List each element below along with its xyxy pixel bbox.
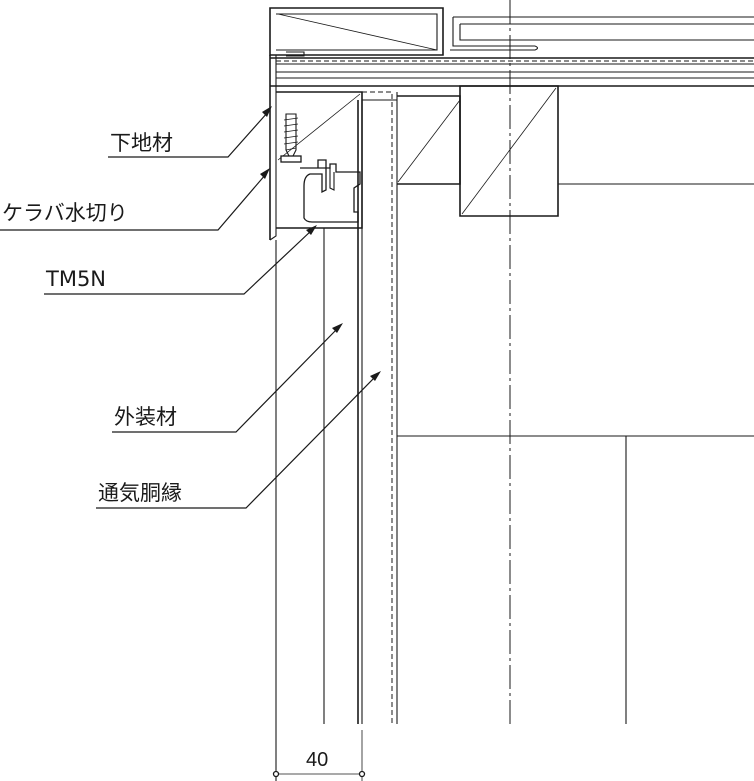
- dimension-40: 40: [272, 730, 366, 781]
- framing-members: [397, 85, 754, 724]
- label-exterior-finish: 外装材: [114, 405, 177, 429]
- screw-icon: [280, 113, 302, 163]
- label-substrate: 下地材: [110, 131, 173, 155]
- tm5n-profile: [300, 159, 361, 223]
- dimension-value: 40: [306, 749, 328, 771]
- roof-edge-assembly: [269, 7, 754, 241]
- wall-layers: [275, 91, 398, 781]
- label-verge-flashing: ケラバ水切り: [2, 201, 128, 225]
- leader-lines: [0, 106, 381, 509]
- label-furring-strip: 通気胴縁: [98, 481, 182, 505]
- label-product: TM5N: [45, 267, 106, 291]
